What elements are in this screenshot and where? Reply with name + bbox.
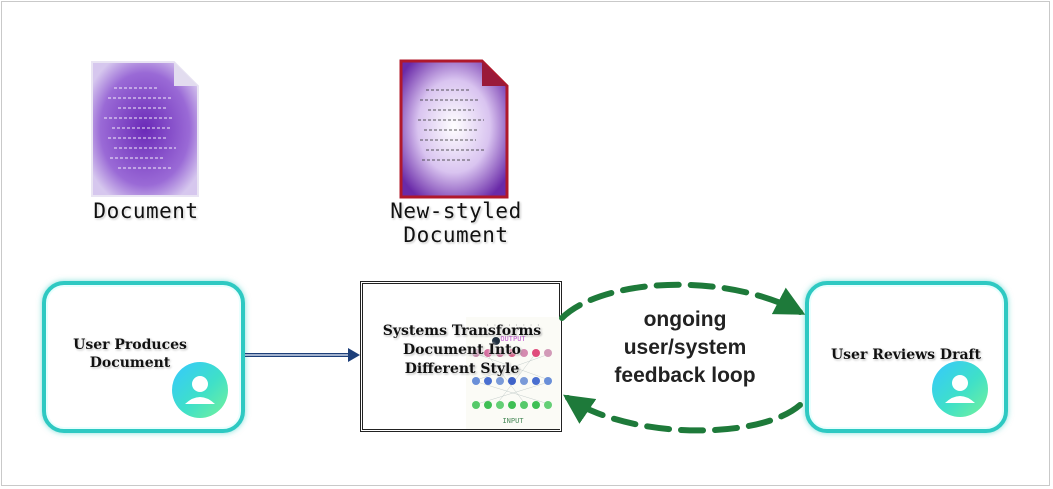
thumbnail-bottom-text: INPUT [502, 417, 524, 425]
user-avatar-icon [172, 362, 228, 418]
styled-caption-line1: New-styled [390, 199, 522, 223]
user-avatar-icon [932, 361, 988, 417]
system-transform-label: Systems Transforms Document Into Differe… [362, 322, 562, 379]
styled-caption-line2: Document [403, 223, 509, 247]
producer-to-system-arrow [245, 348, 360, 362]
loop-line3: feedback loop [614, 364, 756, 387]
producer-label-line1: User Produces [73, 337, 187, 353]
feedback-loop-lower-arc [563, 394, 803, 434]
loop-line1: ongoing [643, 308, 727, 331]
system-label-line3: Different Style [404, 361, 520, 377]
document-caption: Document [93, 199, 199, 223]
styled-document-caption: New-styled Document [376, 199, 536, 247]
styled-document-icon [399, 59, 509, 199]
system-label-line2: Document Into [403, 342, 521, 358]
system-label-line1: Systems Transforms [382, 323, 542, 339]
document-icon [91, 61, 199, 197]
producer-label-line2: Document [89, 355, 171, 371]
user-reviews-label: User Reviews Draft [830, 347, 982, 363]
feedback-loop-label: ongoing user/system feedback loop [592, 306, 778, 390]
feedback-loop-upper-arc [559, 281, 806, 321]
user-produces-label: User Produces Document [70, 336, 190, 372]
neural-network-icon: · · · · · · · · OUTPUT INPUT [466, 317, 560, 429]
thumbnail-top-text: OUTPUT [500, 335, 526, 343]
svg-text:· · · · · · · ·: · · · · · · · · [486, 322, 540, 329]
loop-line2: user/system [623, 336, 747, 359]
